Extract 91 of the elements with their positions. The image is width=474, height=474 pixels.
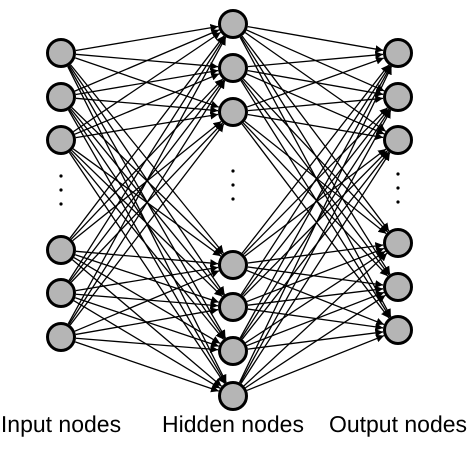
layer-label: Hidden nodes: [161, 412, 305, 437]
arrow: [74, 257, 220, 344]
arrow: [76, 250, 218, 267]
arrow: [242, 108, 390, 296]
arrow: [73, 32, 221, 132]
arrow: [76, 98, 218, 114]
arrow: [244, 148, 386, 256]
arrow: [240, 152, 390, 384]
arrow: [243, 150, 388, 297]
arrow: [72, 148, 222, 257]
arrow: [242, 64, 390, 254]
arrow: [75, 297, 219, 348]
arrow: [246, 334, 384, 392]
arrow: [242, 36, 390, 232]
arrow: [246, 248, 384, 302]
arrow: [242, 122, 388, 277]
arrow: [244, 120, 387, 234]
neuron-circle: [46, 235, 76, 265]
neuron-circle: [383, 228, 413, 258]
neuron-circle: [46, 322, 76, 352]
neuron-circle: [383, 38, 413, 68]
arrow: [72, 259, 222, 387]
arrow: [71, 150, 223, 298]
arrow: [246, 270, 384, 326]
neuron-circle: [218, 97, 248, 127]
arrow: [246, 57, 384, 108]
neuron-circle: [383, 315, 413, 345]
arrow: [240, 65, 390, 295]
arrow: [70, 36, 224, 238]
arrow: [248, 26, 384, 53]
neuron-circle: [383, 82, 413, 112]
arrow: [248, 95, 384, 112]
arrow: [74, 300, 220, 389]
arrow: [76, 24, 218, 52]
neuron-circle: [218, 53, 248, 83]
arrow: [243, 107, 388, 255]
neuron-circle: [46, 278, 76, 308]
arrow: [240, 36, 391, 275]
neuron-circle: [218, 381, 248, 411]
arrow: [76, 54, 218, 70]
arrow: [71, 107, 223, 255]
arrow: [244, 252, 388, 386]
neuron-circle: [46, 38, 76, 68]
arrow: [76, 338, 218, 354]
neuron-circle: [46, 125, 76, 155]
arrow: [246, 73, 384, 135]
neuron-circle: [46, 82, 76, 112]
layer-label: Output nodes: [328, 412, 468, 437]
arrow: [245, 294, 386, 388]
arrow: [244, 32, 386, 132]
arrow: [76, 294, 218, 310]
neuron-circle: [218, 292, 248, 322]
arrow: [242, 78, 388, 233]
arrow: [74, 29, 220, 92]
arrow: [242, 151, 390, 340]
arrow: [70, 78, 224, 240]
neuron-circle: [383, 125, 413, 155]
arrow: [74, 270, 220, 332]
arrow: [240, 36, 392, 318]
arrow: [74, 57, 220, 108]
arrow: [76, 264, 218, 292]
arrow: [242, 124, 390, 318]
arrow: [242, 80, 390, 276]
arrow: [248, 286, 384, 306]
neuron-circle: [218, 250, 248, 280]
arrow: [248, 308, 384, 331]
layer-label: Input nodes: [0, 412, 122, 437]
neuron-circle: [218, 9, 248, 39]
arrow: [74, 341, 220, 392]
arrow: [248, 70, 384, 97]
arrow: [68, 152, 226, 384]
arrow: [248, 51, 384, 68]
arrow: [76, 307, 218, 336]
arrow: [75, 254, 219, 304]
arrow: [240, 109, 390, 339]
arrow: [248, 114, 384, 140]
arrow: [248, 329, 384, 350]
arrow: [246, 292, 384, 346]
arrow: [246, 29, 385, 92]
arrow: [74, 73, 220, 135]
neuron-circle: [218, 336, 248, 366]
arrow: [245, 250, 386, 344]
arrow: [248, 266, 384, 288]
arrow: [68, 36, 226, 281]
arrow: [72, 120, 222, 242]
arrow: [76, 68, 218, 96]
arrow: [70, 151, 224, 340]
arrow: [248, 242, 384, 264]
arrow: [70, 64, 224, 254]
neuron-circle: [383, 272, 413, 302]
arrow: [76, 112, 218, 138]
